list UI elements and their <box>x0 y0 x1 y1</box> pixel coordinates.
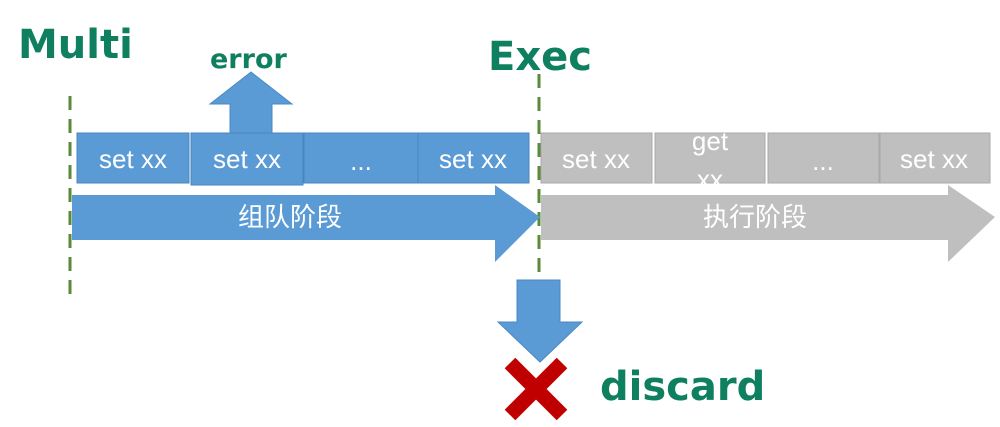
discard-x-icon <box>504 357 568 421</box>
exec-command-label: set xx <box>562 144 630 174</box>
error-up-arrow-icon <box>208 71 294 135</box>
queue-command-box <box>417 132 530 184</box>
queue-command-label: set xx <box>99 144 167 174</box>
queue-command-label: set xx <box>213 144 281 174</box>
exec-command-box <box>654 132 766 184</box>
exec-command-label: set xx <box>900 144 968 174</box>
queue-command-label: set xx <box>439 144 507 174</box>
multi-label: Multi <box>18 22 133 68</box>
exec-commands: set xx get xx ... set xx <box>540 126 991 194</box>
queue-phase-label: 组队阶段 <box>238 203 342 233</box>
discard-label: discard <box>600 364 765 410</box>
queue-command-box <box>76 132 190 184</box>
exec-phase-arrow <box>541 185 995 262</box>
queue-command-box <box>303 132 419 184</box>
exec-command-label: xx <box>697 164 723 194</box>
exec-label: Exec <box>488 34 592 80</box>
queue-command-label: ... <box>350 146 372 176</box>
error-label: error <box>210 44 287 75</box>
exec-command-box <box>767 132 880 184</box>
queue-commands: set xx set xx ... set xx <box>76 132 530 186</box>
exec-command-label: get <box>692 126 729 156</box>
exec-command-label: ... <box>812 146 834 176</box>
discard-down-arrow-icon <box>496 279 584 363</box>
queue-phase-arrow <box>72 185 540 262</box>
exec-command-box <box>540 132 653 184</box>
queue-command-box <box>190 132 304 186</box>
exec-phase-label: 执行阶段 <box>703 203 807 233</box>
exec-command-box <box>879 132 991 184</box>
